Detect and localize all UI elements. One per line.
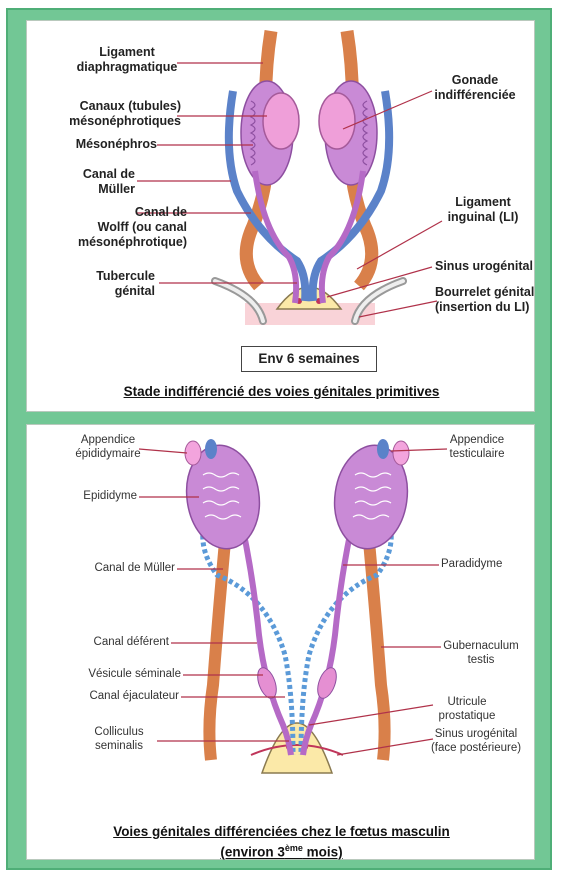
label-sinus-urogenital-bottom: Sinus urogénital (face postérieure) [421, 727, 531, 755]
label-bourrelet-genital: Bourrelet génital (insertion du LI) [435, 285, 535, 315]
canal-deferent-right [303, 520, 353, 755]
label-sinus-urogenital: Sinus urogénital [435, 259, 535, 274]
gonade-right [319, 93, 355, 149]
gubernaculum-left [209, 520, 227, 760]
gubernaculum-right [367, 520, 385, 760]
appendice-pink-right [393, 441, 409, 465]
label-tubercule-genital: Tubercule génital [47, 269, 155, 299]
label-gubernaculum: Gubernaculum testis [435, 639, 527, 667]
label-vesicule-seminale: Vésicule séminale [47, 667, 181, 681]
vesicule-left [254, 665, 280, 701]
label-ligament-diaphragmatique: Ligament diaphragmatique [71, 45, 183, 75]
stage-box: Env 6 semaines [241, 346, 377, 372]
appendice-blue-left [205, 439, 217, 459]
caption-line-2-pre: (environ 3 [220, 845, 285, 860]
label-canal-muller: Canal de Müller [47, 167, 135, 197]
label-canal-muller-bottom: Canal de Müller [47, 561, 175, 575]
label-canaux-mesonephrotiques: Canaux (tubules) mésonéphrotiques [47, 99, 181, 129]
label-epididyme: Epididyme [47, 489, 137, 503]
appendice-testiculaire-shape [377, 439, 389, 459]
label-canal-deferent: Canal déférent [47, 635, 169, 649]
appendice-epididymaire-shape [185, 441, 201, 465]
label-ligament-inguinal: Ligament inguinal (LI) [433, 195, 533, 225]
label-utricule: Utricule prostatique [421, 695, 513, 723]
caption-line-1: Voies génitales différenciées chez le fœ… [27, 823, 536, 840]
label-canal-ejaculateur: Canal éjaculateur [47, 689, 179, 703]
caption-differentiated: Voies génitales différenciées chez le fœ… [27, 823, 536, 861]
caption-indifferent: Stade indifférencié des voies génitales … [27, 383, 536, 400]
panel-indifferent-stage: Ligament diaphragmatique Canaux (tubules… [26, 20, 535, 412]
label-gonade: Gonade indifférenciée [419, 73, 531, 103]
canal-deferent-left [241, 520, 291, 755]
caption-line-2-sup: ème [285, 843, 303, 853]
caption-line-2: (environ 3ème mois) [27, 840, 536, 861]
vesicule-right [314, 665, 340, 701]
label-appendice-epididymaire: Appendice épididymaire [71, 433, 145, 461]
gonade-left [263, 93, 299, 149]
label-canal-wolff: Canal de Wolff (ou canal mésonéphrotique… [47, 205, 187, 250]
label-mesonephros: Mésonéphros [47, 137, 157, 152]
label-paradidyme: Paradidyme [441, 557, 531, 571]
caption-line-2-post: mois) [303, 845, 343, 860]
panel-differentiated-stage: Appendice épididymaire Epididyme Canal d… [26, 424, 535, 860]
label-appendice-testiculaire: Appendice testiculaire [437, 433, 517, 461]
label-colliculus: Colliculus seminalis [83, 725, 155, 753]
